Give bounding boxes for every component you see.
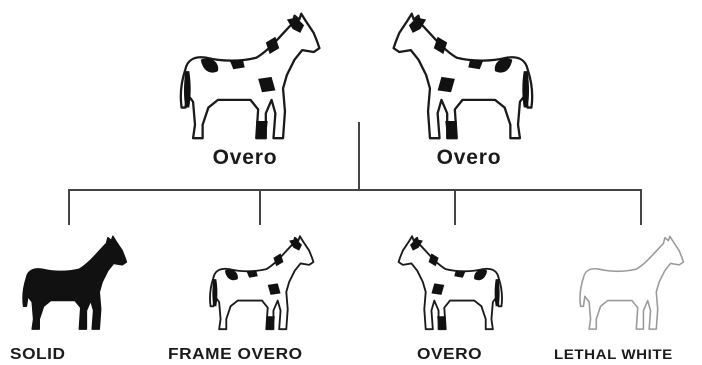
parent-right-horse-icon — [380, 8, 545, 142]
parent-left-horse-icon — [168, 8, 333, 142]
tree-stem-line — [358, 122, 360, 190]
tree-drop-lethal-white — [640, 189, 642, 225]
tree-horizontal-line — [68, 189, 642, 191]
lethal-white-horse-icon — [570, 232, 694, 332]
offspring-solid-label: SOLID — [10, 346, 66, 364]
frame-overo-horse-icon — [198, 232, 326, 332]
overo-horse-icon — [386, 232, 514, 332]
solid-horse-icon — [14, 232, 136, 332]
tree-drop-solid — [68, 189, 70, 225]
parent-left-label: Overo — [185, 146, 305, 170]
offspring-overo-label: OVERO — [417, 346, 482, 364]
offspring-lethal-white-label: LETHAL WHITE — [554, 346, 673, 362]
offspring-frame-overo-label: FRAME OVERO — [168, 346, 303, 364]
parent-right-label: Overo — [409, 146, 529, 170]
tree-drop-frame-overo — [259, 189, 261, 225]
tree-drop-overo — [454, 189, 456, 225]
